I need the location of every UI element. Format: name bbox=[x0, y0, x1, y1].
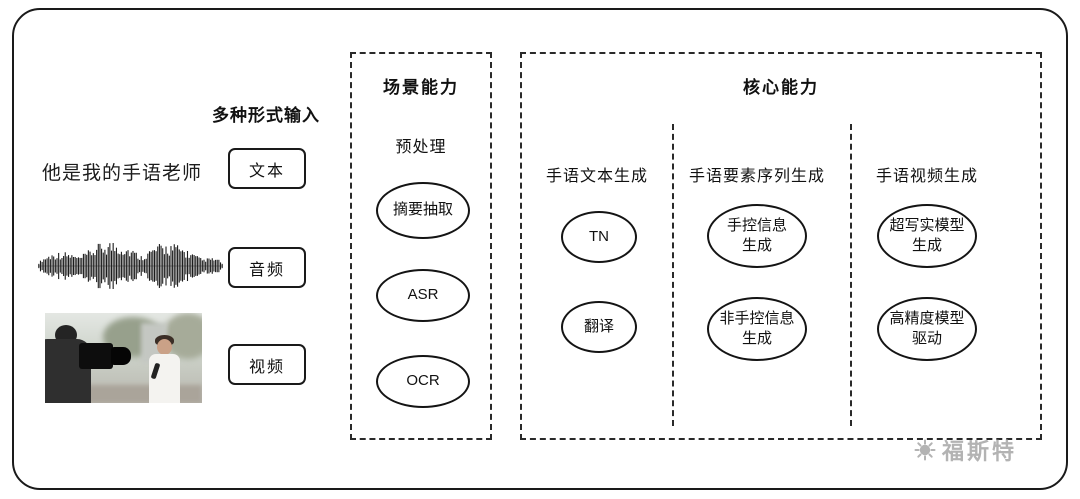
thumbnail-camera-body bbox=[79, 343, 113, 369]
column-divider bbox=[850, 124, 852, 426]
input-type-audio-box: 音频 bbox=[228, 247, 306, 288]
node-non-manual-info-generation: 非手控信息 生成 bbox=[707, 297, 807, 361]
core-capability-panel: 核心能力 手语文本生成 手语要素序列生成 手语视频生成 TN 翻译 手控信息 生… bbox=[520, 52, 1042, 440]
node-translation: 翻译 bbox=[561, 301, 637, 353]
watermark-sun-badge-icon bbox=[913, 438, 937, 462]
preprocess-label: 预处理 bbox=[395, 139, 447, 156]
core-panel-title: 核心能力 bbox=[743, 78, 819, 97]
scene-panel-title: 场景能力 bbox=[383, 78, 459, 97]
watermark: 福斯特 bbox=[913, 434, 1017, 466]
node-summary-extraction: 摘要抽取 bbox=[376, 182, 470, 239]
node-manual-info-generation: 手控信息 生成 bbox=[707, 204, 807, 268]
node-asr: ASR bbox=[376, 269, 470, 322]
video-thumbnail bbox=[45, 313, 202, 403]
input-type-text-box: 文本 bbox=[228, 148, 306, 189]
outer-rounded-border bbox=[12, 8, 1068, 490]
audio-waveform-icon bbox=[38, 237, 223, 295]
node-tn: TN bbox=[561, 211, 637, 263]
input-section-title: 多种形式输入 bbox=[212, 106, 320, 125]
column-header-sign-text-generation: 手语文本生成 bbox=[545, 168, 648, 185]
input-type-video-box: 视频 bbox=[228, 344, 306, 385]
node-hyperrealistic-model-generation: 超写实模型 生成 bbox=[877, 204, 977, 268]
input-type-video-label: 视频 bbox=[248, 358, 285, 376]
thumbnail-camera-lens bbox=[111, 347, 131, 365]
input-type-audio-label: 音频 bbox=[248, 261, 285, 279]
column-divider bbox=[672, 124, 674, 426]
scene-capability-panel: 场景能力 预处理 摘要抽取 ASR OCR bbox=[350, 52, 492, 440]
text-input-example: 他是我的手语老师 bbox=[42, 163, 203, 184]
node-ocr: OCR bbox=[376, 355, 470, 408]
thumbnail-reporter-head bbox=[157, 339, 172, 355]
column-header-sign-element-sequence-generation: 手语要素序列生成 bbox=[688, 168, 825, 185]
watermark-text: 福斯特 bbox=[942, 439, 1018, 464]
node-high-precision-model-driving: 高精度模型 驱动 bbox=[877, 297, 977, 361]
input-type-text-label: 文本 bbox=[248, 162, 285, 180]
column-header-sign-video-generation: 手语视频生成 bbox=[875, 168, 978, 185]
